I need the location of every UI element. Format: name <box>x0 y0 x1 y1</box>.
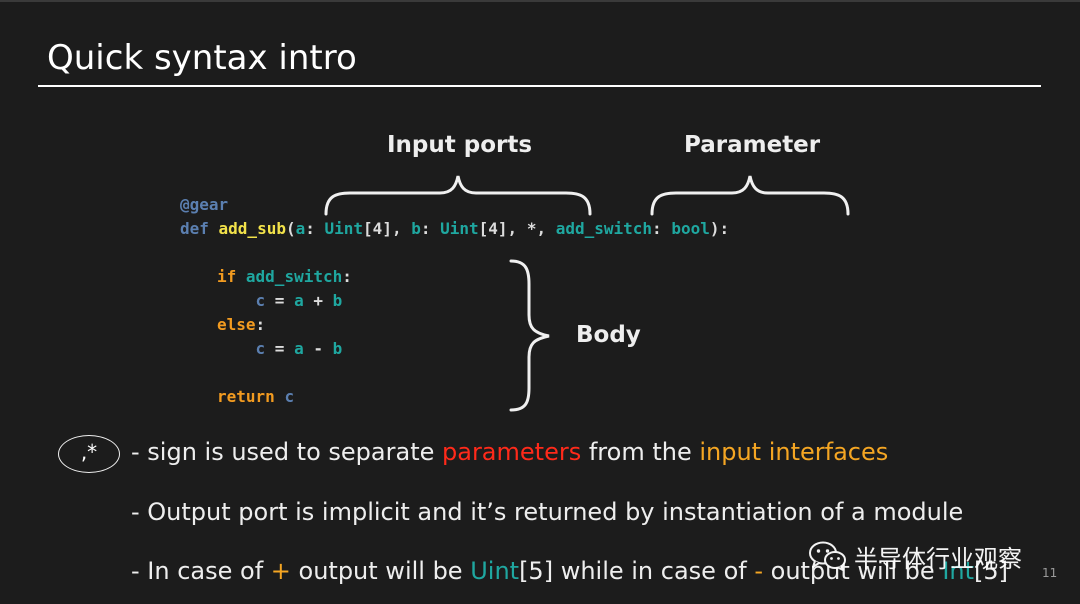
body-label: Body <box>576 322 641 348</box>
code-punct: [4], *, <box>478 219 556 238</box>
watermark-text: 半导体行业观察 <box>854 544 1022 573</box>
slide-border <box>0 0 1080 2</box>
if-keyword: if <box>217 267 246 286</box>
code-punct: : <box>420 219 441 238</box>
minus-sign: - <box>754 557 763 585</box>
type-uint: Uint <box>470 557 520 585</box>
var-a: a <box>294 291 304 310</box>
code-punct: : <box>255 315 266 334</box>
type-int: Int <box>942 557 975 585</box>
note-text: [5] while in case of <box>519 557 755 585</box>
body-brace <box>509 259 550 412</box>
plus-sign: + <box>270 557 291 585</box>
code-punct: ( <box>285 219 296 238</box>
highlight-input-interfaces: input interfaces <box>699 438 889 466</box>
var-c: c <box>255 339 266 358</box>
note-text: [5] <box>974 557 1009 585</box>
code-punct: = <box>265 339 295 358</box>
return-keyword: return <box>217 387 285 406</box>
code-punct: [4], <box>363 219 412 238</box>
note-text: from the <box>581 438 700 466</box>
var-a: a <box>294 339 304 358</box>
note-output-port: - Output port is implicit and it’s retur… <box>131 498 964 526</box>
input-ports-label: Input ports <box>387 132 533 158</box>
param-b: b <box>411 219 421 238</box>
return-value: c <box>284 387 295 406</box>
note-text: output will be <box>763 557 943 585</box>
code-body: if add_switch: c = a + b else: c = a - b… <box>217 265 352 409</box>
code-punct: : <box>652 219 672 238</box>
var-b: b <box>332 291 343 310</box>
title-underline <box>38 85 1041 87</box>
param-add-switch: add_switch <box>555 219 653 238</box>
function-name: add_sub <box>218 219 286 238</box>
note-output-type: - In case of + output will be Uint[5] wh… <box>131 557 1008 585</box>
type-uint-b: Uint <box>440 219 479 238</box>
highlight-parameters: parameters <box>442 438 582 466</box>
type-bool: bool <box>671 219 710 238</box>
watermark: 半导体行业观察 <box>808 536 1022 576</box>
def-keyword: def <box>180 219 219 238</box>
param-a: a <box>295 219 306 238</box>
note-text: - In case of <box>131 557 271 585</box>
page-number: 11 <box>1042 566 1058 580</box>
decorator: @gear <box>180 195 229 214</box>
code-punct: + <box>303 291 333 310</box>
code-punct: ): <box>709 219 730 238</box>
wechat-icon <box>809 541 846 571</box>
parameter-label: Parameter <box>684 132 821 158</box>
separator-oval: ,* <box>58 435 120 473</box>
code-punct: : <box>342 267 352 286</box>
type-uint-a: Uint <box>324 219 364 238</box>
else-keyword: else <box>217 315 256 334</box>
code-signature: @gear def add_sub(a: Uint[4], b: Uint[4]… <box>180 193 729 241</box>
code-punct: : <box>305 219 325 238</box>
if-condition: add_switch <box>245 267 343 286</box>
note-text: - sign is used to separate <box>131 438 442 466</box>
code-punct: = <box>265 291 295 310</box>
slide-title: Quick syntax intro <box>47 38 357 78</box>
code-punct: - <box>303 339 333 358</box>
note-separator: - sign is used to separate parameters fr… <box>131 438 888 466</box>
note-text: output will be <box>290 557 471 585</box>
var-c: c <box>255 291 266 310</box>
var-b: b <box>332 339 343 358</box>
